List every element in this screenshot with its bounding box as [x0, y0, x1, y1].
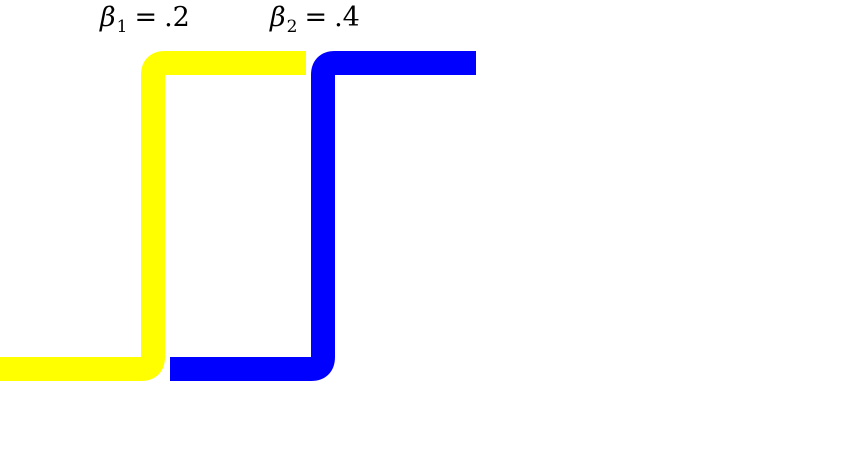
- beta-1-value: .2: [164, 2, 190, 33]
- beta-1-step-path: [0, 51, 306, 381]
- beta-1-symbol: β: [100, 2, 116, 33]
- beta-2-equals: =: [304, 2, 328, 33]
- beta-1-label: β1 =.2: [100, 0, 190, 37]
- beta-2-symbol: β: [270, 2, 286, 33]
- beta-2-value: .4: [334, 2, 360, 33]
- beta-2-subscript: 2: [286, 17, 298, 37]
- beta-1-subscript: 1: [116, 17, 128, 37]
- beta-1-equals: =: [134, 2, 158, 33]
- beta-2-label: β2 =.4: [270, 0, 360, 37]
- beta-2-step-path: [170, 51, 476, 381]
